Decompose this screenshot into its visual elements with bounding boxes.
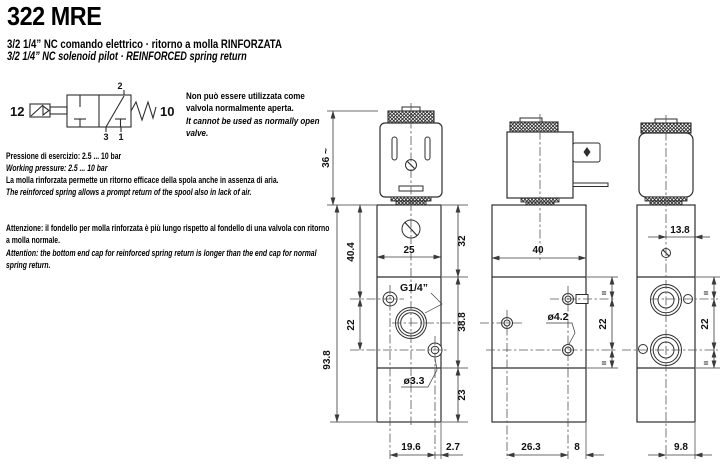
dim-port-spacing-side: 22 <box>598 318 609 330</box>
mount-hole-leader <box>546 322 576 345</box>
dim-coil-height: 36 ~ <box>321 148 332 168</box>
front-valve-body <box>376 204 443 423</box>
dim-section-top: 32 <box>457 235 468 247</box>
dim-section-bottom: 23 <box>457 389 468 401</box>
dim-hole-spacing-h: 19.6 <box>401 442 421 453</box>
label-pilot-hole-diameter: ø3.3 <box>403 375 424 387</box>
spring-note-italian: La molla rinforzata permette un ritorno … <box>6 175 279 187</box>
port-thread-leader <box>424 292 443 314</box>
side-centerlines <box>480 114 616 459</box>
front-dimensions: 36 ~ 93.8 40.4 22 25 32 38.8 23 G1/4” ø3… <box>321 110 468 459</box>
usage-note: Non può essere utilizzata come valvola n… <box>186 91 327 140</box>
front-view: 36 ~ 93.8 40.4 22 25 32 38.8 23 G1/4” ø3… <box>321 103 468 459</box>
dim-top-width: 25 <box>403 245 415 256</box>
working-pressure-block: Pressione di esercizio: 2.5 ... 10 bar W… <box>6 151 337 200</box>
side-terminal-blade <box>572 182 609 187</box>
dim-eq-bottom-side: = <box>602 358 607 368</box>
side-solenoid-coil <box>506 117 609 206</box>
valve-box-icon <box>66 90 132 132</box>
pressure-italian: Pressione di esercizio: 2.5 ... 10 bar <box>6 151 122 162</box>
dim-center-to-edge: 9.8 <box>674 442 688 453</box>
usage-note-english: It cannot be used as normally open valve… <box>186 115 320 140</box>
pilot-hole-leader <box>401 357 438 388</box>
dim-eq-bottom-back: = <box>704 358 709 368</box>
dim-overall-height: 93.8 <box>322 350 333 370</box>
back-hole-bottom-left <box>638 344 648 354</box>
dim-port-spacing-back: 22 <box>700 318 711 330</box>
subtitle-italian: 3/2 1/4” NC comando elettrico · ritorno … <box>7 37 282 51</box>
symbol-port-10-label: 10 <box>160 104 174 119</box>
dim-coil-offset: 13.8 <box>670 225 690 236</box>
attention-block: Attenzione: il fondello per molla rinfor… <box>6 223 334 272</box>
dimension-drawing: 36 ~ 93.8 40.4 22 25 32 38.8 23 G1/4” ø3… <box>321 103 720 460</box>
pressure-english: Working pressure: 2.5 ... 10 bar <box>6 163 108 175</box>
dim-section-mid: 38.8 <box>457 312 468 332</box>
dim-hole-spacing-h-side: 26.3 <box>521 442 541 453</box>
dim-eq-top-side: = <box>602 288 607 298</box>
side-connector-screw-icon <box>583 147 591 157</box>
attention-italian: Attenzione: il fondello per molla rinfor… <box>6 223 330 247</box>
side-dimensions: 40 ø4.2 = 22 = 26.3 8 <box>491 245 618 459</box>
back-dimensions: 13.8 = 22 = 9.8 <box>648 225 720 459</box>
usage-note-italian: Non può essere utilizzata come valvola n… <box>186 91 305 115</box>
valve-schematic-symbol: 12 10 2 3 1 <box>10 81 174 142</box>
attention-english: Attention: the bottom end cap for reinfo… <box>6 247 317 272</box>
solenoid-pilot-icon <box>29 103 68 118</box>
dim-eq-top-back: = <box>704 288 709 298</box>
label-port-thread: G1/4” <box>400 282 428 294</box>
spring-return-icon <box>130 100 157 122</box>
dim-hole-to-edge: 2.7 <box>446 442 460 453</box>
dim-body-width: 40 <box>532 245 544 256</box>
side-knurled-nut <box>509 121 559 133</box>
page-title: 322 MRE <box>7 1 102 31</box>
symbol-port-3-label: 3 <box>103 132 108 142</box>
symbol-port-2-label: 2 <box>117 81 122 91</box>
subtitle-english: 3/2 1/4” NC solenoid pilot · REINFORCED … <box>7 51 247 63</box>
dim-top-to-hole: 40.4 <box>346 242 357 262</box>
symbol-port-12-label: 12 <box>10 104 24 119</box>
dim-hole-spacing-v: 22 <box>346 319 357 331</box>
back-centerlines <box>622 115 718 460</box>
back-view: 13.8 = 22 = 9.8 <box>622 115 720 460</box>
symbol-port-1-label: 1 <box>118 132 123 142</box>
dim-hole-to-edge-side: 8 <box>574 442 580 453</box>
label-mount-hole-diameter: ø4.2 <box>547 311 568 323</box>
front-centerlines <box>350 103 460 459</box>
spring-note-english: The reinforced spring allows a prompt re… <box>6 187 252 199</box>
side-view: 40 ø4.2 = 22 = 26.3 8 <box>480 114 618 459</box>
